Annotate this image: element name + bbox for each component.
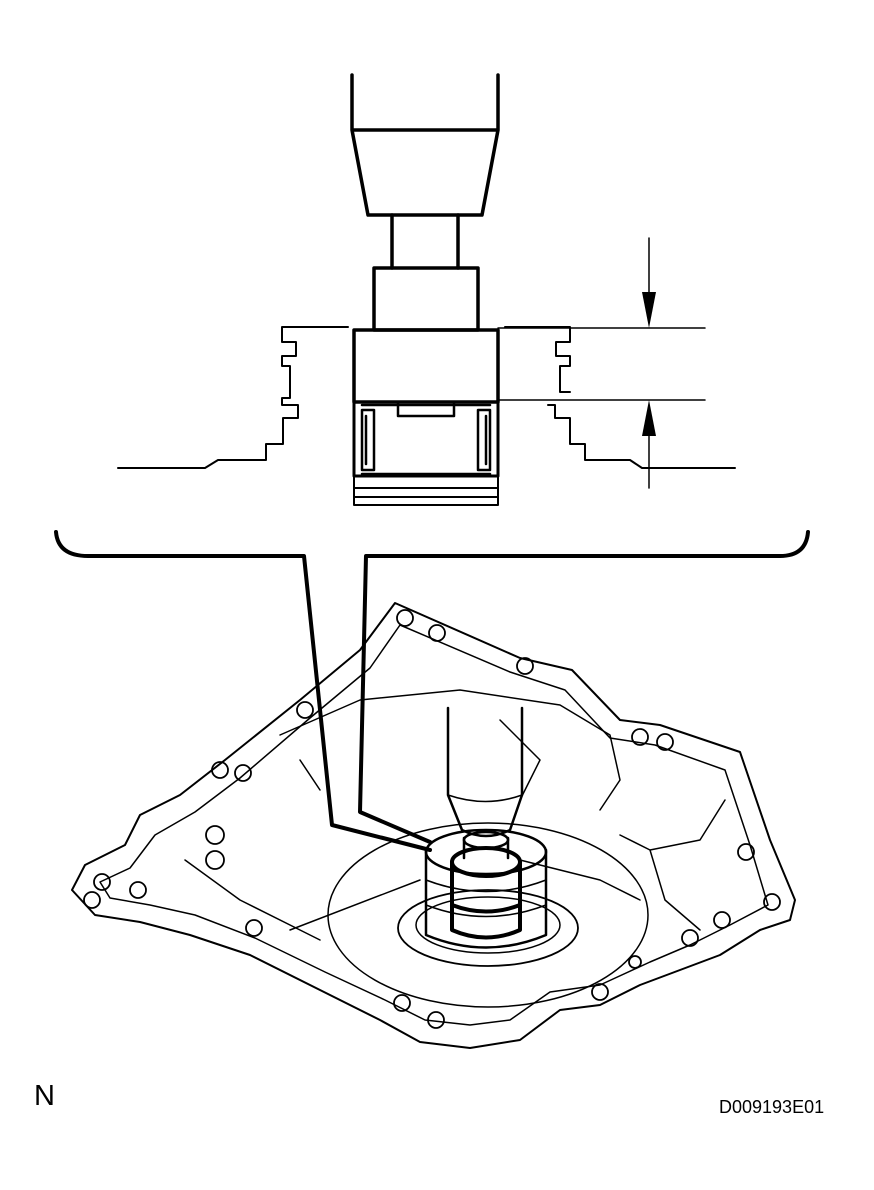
overview-bearing-rings xyxy=(425,879,547,918)
bearing-seat-inner xyxy=(415,896,561,954)
bolt-hole xyxy=(205,825,225,845)
bearing-outer xyxy=(352,328,500,404)
bolt-hole xyxy=(656,733,674,751)
bearing-body xyxy=(352,400,500,478)
dimension-arrowhead-up xyxy=(642,400,656,436)
case-rib-lower xyxy=(184,859,641,941)
bolt-hole xyxy=(737,843,755,861)
overview-ram-edge xyxy=(447,794,523,803)
bearing-cage xyxy=(360,403,492,476)
bolt-hole xyxy=(628,955,642,969)
bolt-hole xyxy=(129,881,147,899)
ram-shank xyxy=(390,213,460,270)
overview-shank-top xyxy=(462,830,510,850)
bolt-hole xyxy=(681,929,699,947)
bolt-hole xyxy=(393,994,411,1012)
bearing-seat-outer xyxy=(397,889,579,967)
bolt-hole xyxy=(631,728,649,746)
replacer-tool xyxy=(372,266,480,332)
case-flange-inner xyxy=(99,624,769,1026)
bolt-hole xyxy=(763,893,781,911)
press-ram xyxy=(350,73,500,217)
bolt-hole xyxy=(516,657,534,675)
bolt-hole xyxy=(211,761,229,779)
bolt-hole xyxy=(296,701,314,719)
overview-replacer-top xyxy=(450,846,522,878)
view-direction-label: N xyxy=(34,1080,55,1112)
bolt-hole xyxy=(245,919,263,937)
overview-bearing xyxy=(424,848,548,949)
callout-bubble xyxy=(54,530,810,852)
overview-replacer xyxy=(450,860,522,940)
overview-press xyxy=(424,706,548,949)
bearing-inner-top xyxy=(396,400,456,418)
bolt-holes xyxy=(83,609,781,1029)
case-bore-right xyxy=(504,326,736,469)
case-outline xyxy=(71,602,796,1049)
detail-view xyxy=(117,73,736,506)
transmission-case xyxy=(71,602,796,1049)
case-web xyxy=(619,799,726,931)
figure-id-label: D009193E01 xyxy=(719,1097,825,1117)
dimension-arrowhead-down xyxy=(642,292,656,328)
bolt-hole xyxy=(93,873,111,891)
case-bore-left xyxy=(117,326,349,469)
bolt-hole xyxy=(428,624,446,642)
case-bore-recess xyxy=(327,822,649,1008)
bolt-hole xyxy=(234,764,252,782)
bolt-hole xyxy=(427,1011,445,1029)
bearing-base xyxy=(353,475,499,506)
bolt-hole xyxy=(591,983,609,1001)
overview-ram xyxy=(446,706,524,838)
case-rib-upper xyxy=(279,689,621,811)
bolt-hole xyxy=(713,911,731,929)
bolt-hole xyxy=(205,850,225,870)
bolt-hole xyxy=(396,609,414,627)
bolt-hole xyxy=(83,891,101,909)
